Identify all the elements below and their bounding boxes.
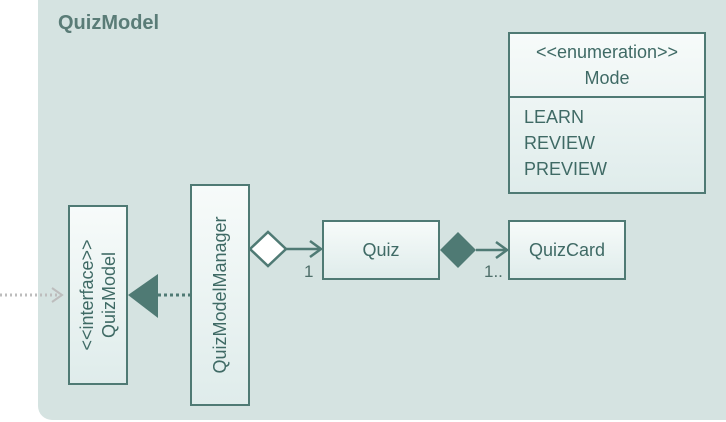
- mode-values: LEARN REVIEW PREVIEW: [510, 98, 704, 182]
- composition-arrowhead: [495, 240, 510, 260]
- quizcard-box: QuizCard: [508, 220, 626, 280]
- multiplicity-quizcard: 1..: [484, 262, 503, 281]
- mode-name: Mode: [584, 68, 630, 88]
- package-title: QuizModel: [58, 12, 160, 34]
- mode-stereotype: <<enumeration>>: [535, 42, 679, 62]
- quizcard-name: QuizCard: [528, 239, 606, 260]
- composition-diamond: [440, 232, 476, 268]
- aggregation-arrowhead: [309, 239, 324, 259]
- mode-value-learn: LEARN: [524, 107, 585, 127]
- external-dependency-arrowhead: [51, 287, 64, 303]
- mode-value-review: REVIEW: [524, 133, 596, 153]
- interface-stereotype: <<interface>>: [77, 239, 97, 351]
- multiplicity-quiz: 1: [304, 262, 314, 281]
- mode-header: <<enumeration>> Mode: [510, 34, 704, 98]
- quiz-box: Quiz: [322, 220, 440, 280]
- mode-value-preview: PREVIEW: [524, 159, 608, 179]
- quizmodelmanager-name: QuizModelManager: [210, 216, 230, 374]
- realization-arrowhead: [128, 274, 158, 318]
- interface-name: QuizModel: [99, 251, 119, 339]
- interface-quizmodel-label: <<interface>> QuizModel: [76, 239, 120, 350]
- interface-quizmodel-box: <<interface>> QuizModel: [68, 205, 128, 385]
- mode-enumeration-box: <<enumeration>> Mode LEARN REVIEW PREVIE…: [508, 32, 706, 194]
- quiz-name: Quiz: [362, 239, 400, 260]
- quizmodelmanager-box: QuizModelManager: [190, 184, 250, 406]
- aggregation-diamond: [248, 230, 288, 268]
